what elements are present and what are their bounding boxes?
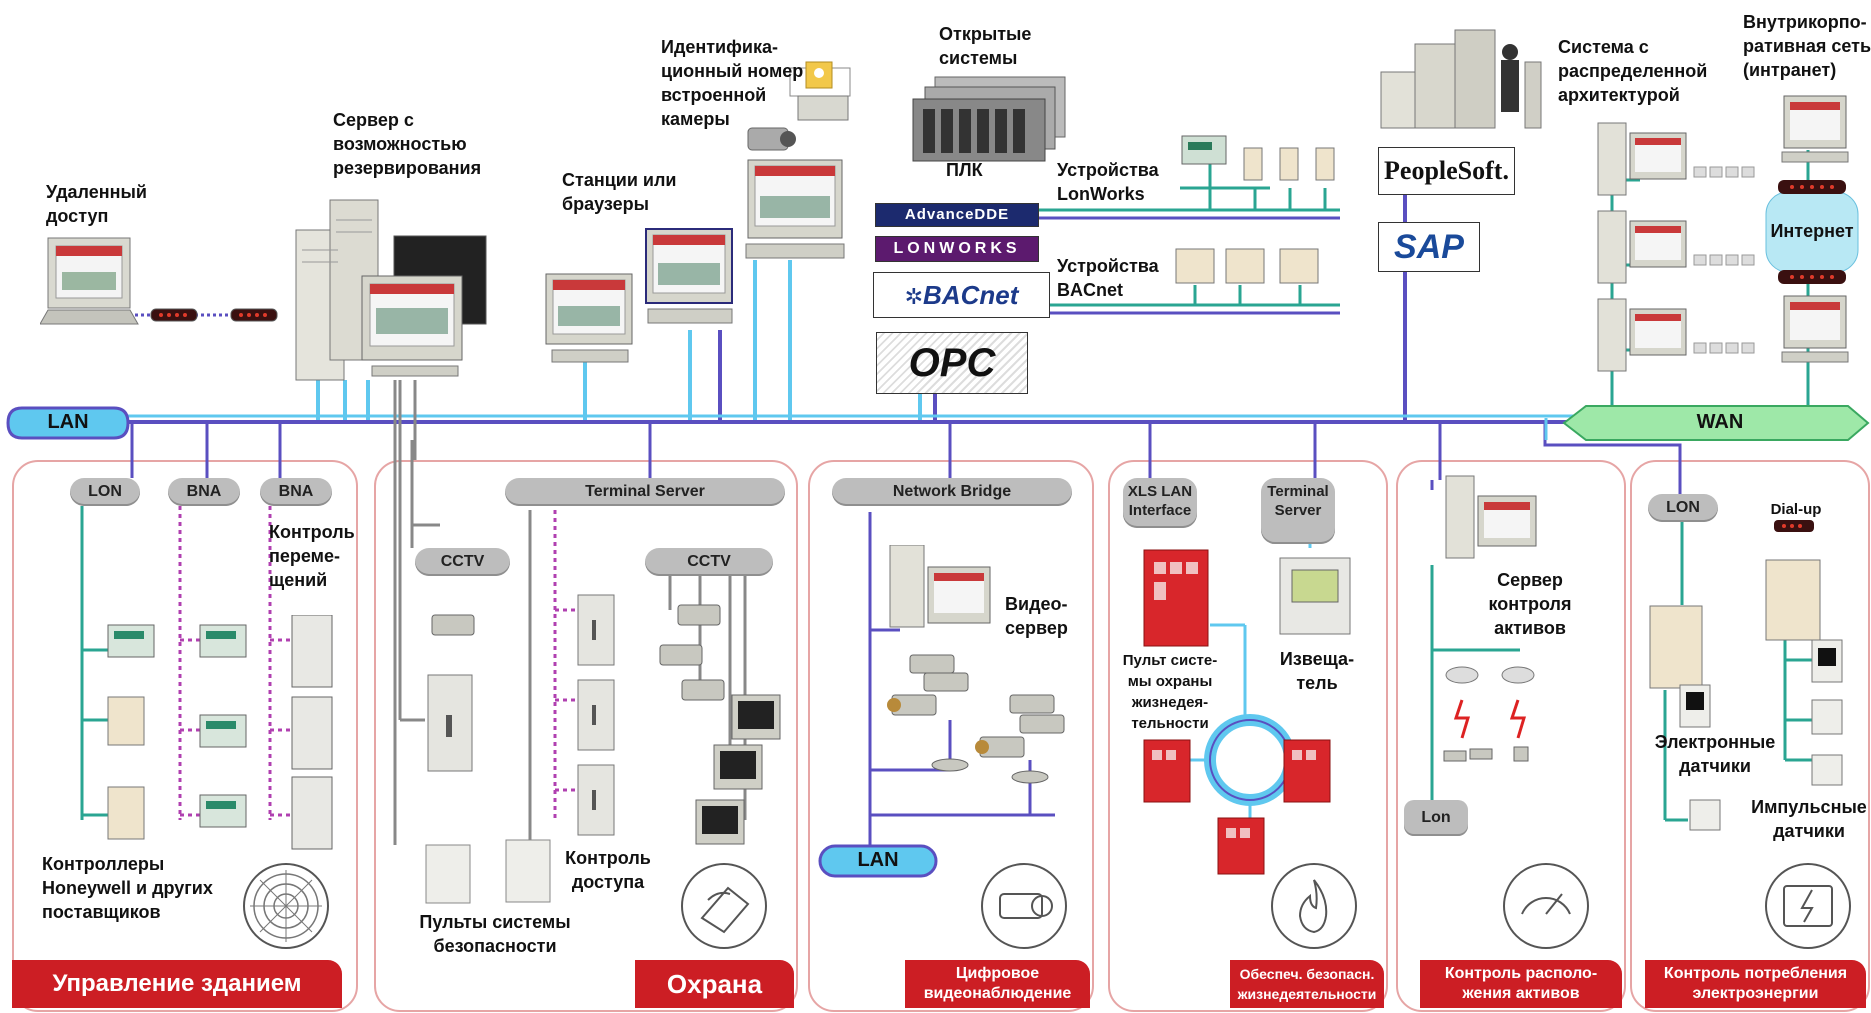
label-dialup: Dial-up <box>1770 501 1822 518</box>
pill-terminal-server: Terminal Server <box>505 478 785 506</box>
intranet-stations <box>1781 95 1849 363</box>
pill-lon-asset: Lon <box>1404 800 1468 836</box>
label-access-control: Контроль доступа <box>565 848 651 892</box>
station-2 <box>645 228 733 324</box>
internet-cloud <box>1765 180 1859 284</box>
pill-cctv-1: CCTV <box>415 548 510 576</box>
label-open-systems: Открытые системы <box>939 24 1032 68</box>
opc-logo: OPC <box>876 332 1028 394</box>
label-redundant-server: Сервер с возможностью резервирования <box>333 110 482 178</box>
peoplesoft-logo: PeopleSoft. <box>1378 147 1515 195</box>
flame-icon <box>1271 863 1357 949</box>
meter-icon <box>1765 863 1851 949</box>
label-lonworks-devices: Устройства LonWorks <box>1057 160 1159 204</box>
erp-servers <box>1380 29 1542 129</box>
security-devices <box>425 594 781 904</box>
asset-tags <box>1443 666 1535 762</box>
pill-cctv-2: CCTV <box>645 548 773 576</box>
pill-lon-energy: LON <box>1648 494 1718 522</box>
lonworks-logo: LonWorks <box>875 236 1039 262</box>
life-safety-devices <box>1143 549 1351 875</box>
lonworks-devices <box>1181 135 1335 181</box>
banner-asset-location: Контроль располо- жения активов <box>1420 960 1622 1008</box>
asset-server <box>1445 475 1537 559</box>
label-asset-server: Сервер контроля активов <box>1488 570 1572 638</box>
label-camera-id: Идентифика- ционный номер встроенной кам… <box>661 37 804 129</box>
fan-icon <box>243 863 329 949</box>
label-security-panels: Пульты системы безопасности <box>419 912 571 956</box>
label-bacnet-devices: Устройства BACnet <box>1057 256 1159 300</box>
label-controllers: Контроллеры Honeywell и других поставщик… <box>42 854 213 922</box>
building-controllers <box>107 615 333 850</box>
label-movement-control: Контроль переме- щений <box>269 522 355 590</box>
wan-arrow <box>1562 405 1870 441</box>
advancedde-logo: AdvanceDDE <box>875 203 1039 227</box>
pill-network-bridge: Network Bridge <box>832 478 1072 506</box>
video-lan-label: LAN <box>857 849 899 871</box>
lan-pill <box>6 406 130 440</box>
label-annunciator: Извеща- тель <box>1279 649 1355 693</box>
camera-id-station <box>745 61 851 259</box>
label-intranet: Внутрикорпо- ративная сеть (интранет) <box>1743 12 1871 80</box>
label-fire-panel: Пульт систе- мы охраны жизнедея- тельнос… <box>1122 652 1218 732</box>
wan-label: WAN <box>1696 411 1744 433</box>
video-devices <box>887 545 1065 784</box>
pill-xls-lan: XLS LAN Interface <box>1123 478 1197 528</box>
pill-bna-2: BNA <box>260 478 332 506</box>
redundant-server <box>295 199 487 381</box>
label-stations: Станции или браузеры <box>562 170 677 214</box>
access-card-icon <box>681 863 767 949</box>
lan-label: LAN <box>47 411 89 433</box>
bacnet-emblem-icon: ✲ <box>904 284 924 309</box>
energy-devices <box>1649 520 1843 831</box>
banner-energy: Контроль потребления электроэнергии <box>1645 960 1866 1008</box>
station-1 <box>545 273 633 363</box>
label-internet: Интернет <box>1770 221 1854 241</box>
label-pulse-sensors: Импульсные датчики <box>1751 797 1867 841</box>
banner-security: Охрана <box>635 960 794 1008</box>
label-distributed-system: Система с распределенной архитектурой <box>1558 37 1708 105</box>
bacnet-logo: ✲BACnet <box>873 272 1050 318</box>
banner-digital-video: Цифровое видеонаблюдение <box>905 960 1090 1008</box>
remote-laptop <box>40 237 139 325</box>
plc-stack <box>912 76 1066 162</box>
pill-bna-1: BNA <box>168 478 240 506</box>
gauge-icon <box>1503 863 1589 949</box>
video-lan-pill <box>818 844 938 878</box>
label-remote-access: Удаленный доступ <box>46 182 147 226</box>
label-video-server: Видео- сервер <box>1005 594 1068 638</box>
camera-icon <box>981 863 1067 949</box>
label-electronic-sensors: Электронные датчики <box>1654 732 1776 776</box>
sap-logo: SAP <box>1378 222 1480 272</box>
banner-building-management: Управление зданием <box>12 960 342 1008</box>
banner-life-safety: Обеспеч. безопасн. жизнедеятельности <box>1230 960 1384 1008</box>
modem-right <box>230 308 278 322</box>
pill-lon: LON <box>70 478 140 506</box>
label-plc: ПЛК <box>946 160 983 180</box>
modem-left <box>150 308 198 322</box>
distributed-stations <box>1597 122 1755 372</box>
bacnet-devices <box>1175 248 1319 284</box>
pill-terminal-server-2: Terminal Server <box>1261 478 1335 544</box>
